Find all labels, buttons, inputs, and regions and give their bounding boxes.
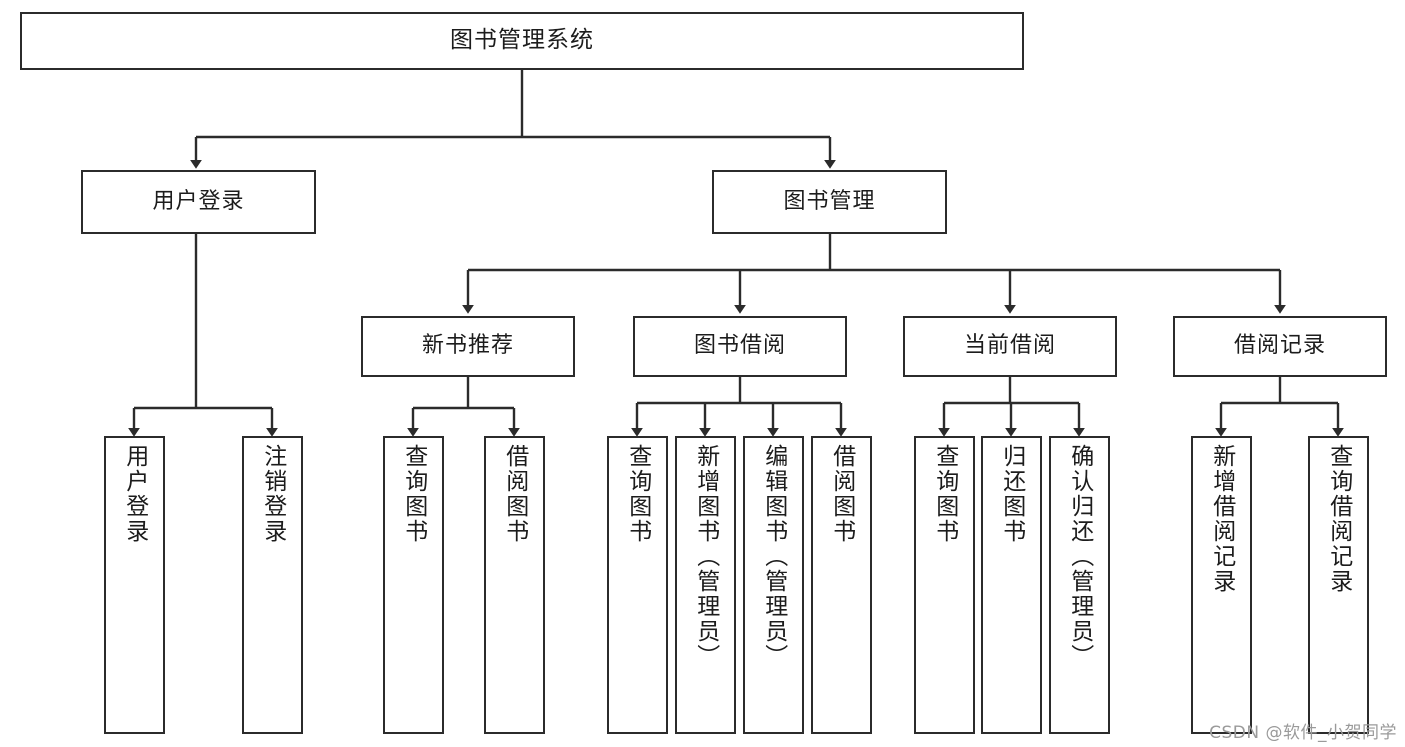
leaf-confirm-return-admin[interactable]: 确认归还（管理员）	[1049, 436, 1110, 734]
leaf-query-book-borrow[interactable]: 查询图书	[607, 436, 668, 734]
leaf-label: 新增借阅记录	[1208, 444, 1235, 594]
leaf-add-book-admin[interactable]: 新增图书（管理员）	[675, 436, 736, 734]
leaf-edit-book-admin[interactable]: 编辑图书（管理员）	[743, 436, 804, 734]
leaf-label: 借阅图书	[501, 444, 528, 544]
leaf-label: 查询图书	[931, 444, 958, 544]
leaf-label: 注销登录	[259, 444, 286, 544]
node-book-management[interactable]: 图书管理	[712, 170, 947, 234]
leaf-label: 确认归还（管理员）	[1066, 444, 1093, 669]
leaf-query-book-current[interactable]: 查询图书	[914, 436, 975, 734]
leaf-label: 新增图书（管理员）	[692, 444, 719, 669]
leaf-borrow-book-recommend[interactable]: 借阅图书	[484, 436, 545, 734]
node-user-login[interactable]: 用户登录	[81, 170, 316, 234]
node-root-system[interactable]: 图书管理系统	[20, 12, 1024, 70]
leaf-label: 查询图书	[624, 444, 651, 544]
node-borrow-records[interactable]: 借阅记录	[1173, 316, 1387, 377]
leaf-label: 查询借阅记录	[1325, 444, 1352, 594]
node-current-borrow[interactable]: 当前借阅	[903, 316, 1117, 377]
node-new-book-recommend[interactable]: 新书推荐	[361, 316, 575, 377]
leaf-query-book-recommend[interactable]: 查询图书	[383, 436, 444, 734]
csdn-watermark: CSDN @软件_小贺同学	[1209, 723, 1397, 743]
leaf-query-borrow-record[interactable]: 查询借阅记录	[1308, 436, 1369, 734]
leaf-add-borrow-record[interactable]: 新增借阅记录	[1191, 436, 1252, 734]
leaf-return-book[interactable]: 归还图书	[981, 436, 1042, 734]
leaf-user-login[interactable]: 用户登录	[104, 436, 165, 734]
leaf-label: 查询图书	[400, 444, 427, 544]
node-book-borrow[interactable]: 图书借阅	[633, 316, 847, 377]
leaf-borrow-book[interactable]: 借阅图书	[811, 436, 872, 734]
leaf-label: 用户登录	[121, 444, 148, 544]
leaf-label: 编辑图书（管理员）	[760, 444, 787, 669]
leaf-label: 归还图书	[998, 444, 1025, 544]
leaf-logout[interactable]: 注销登录	[242, 436, 303, 734]
leaf-label: 借阅图书	[828, 444, 855, 544]
